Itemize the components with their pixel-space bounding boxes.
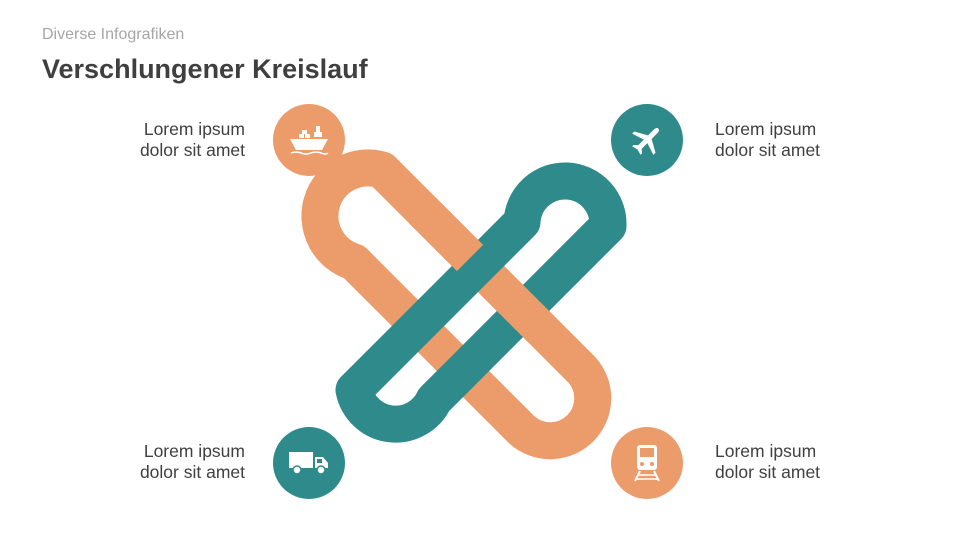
label-line-2: dolor sit amet xyxy=(139,462,245,482)
label-bottom-right: Lorem ipsum dolor sit amet xyxy=(715,441,915,483)
airplane-circle xyxy=(611,104,683,176)
label-line-1: Lorem ipsum xyxy=(715,119,817,139)
ship-icon xyxy=(290,126,329,155)
orange-loop-overlap-right xyxy=(480,268,556,344)
label-line-2: dolor sit amet xyxy=(139,140,245,160)
truck-icon xyxy=(289,452,328,475)
orange-loop-overlap-left xyxy=(408,196,484,272)
orange-loop xyxy=(301,149,612,460)
label-top-right: Lorem ipsum dolor sit amet xyxy=(715,119,915,161)
label-line-2: dolor sit amet xyxy=(715,140,821,160)
label-top-left: Lorem ipsum dolor sit amet xyxy=(45,119,245,161)
label-line-1: Lorem ipsum xyxy=(143,119,245,139)
label-bottom-left: Lorem ipsum dolor sit amet xyxy=(45,441,245,483)
train-icon xyxy=(634,445,660,482)
label-line-1: Lorem ipsum xyxy=(143,441,245,461)
slide-subtitle: Diverse Infografiken xyxy=(42,26,185,43)
label-line-2: dolor sit amet xyxy=(715,462,821,482)
airplane-icon xyxy=(632,128,659,155)
ship-circle xyxy=(273,104,345,176)
truck-circle xyxy=(273,427,345,499)
teal-loop xyxy=(335,162,627,443)
label-line-1: Lorem ipsum xyxy=(715,441,817,461)
train-circle xyxy=(611,427,683,499)
slide-title: Verschlungener Kreislauf xyxy=(42,54,368,84)
